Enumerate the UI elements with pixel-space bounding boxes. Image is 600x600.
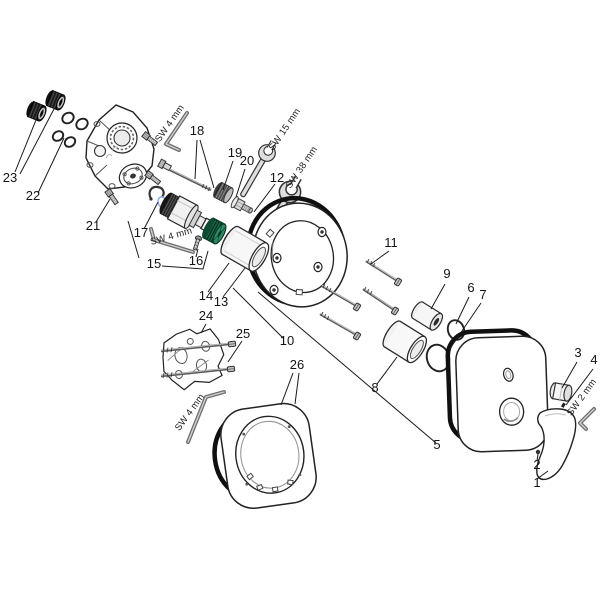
tool-label-sw38: SW 38 mm: [284, 144, 320, 190]
part-label-4: 4: [590, 352, 597, 367]
hex-key-sw4-icon: [186, 390, 226, 444]
part-label-25: 25: [236, 326, 250, 341]
part-label-3: 3: [574, 345, 581, 360]
long-screw: [319, 311, 361, 341]
part-label-22: 22: [26, 188, 40, 203]
ring-screw: [313, 261, 323, 273]
wrench-sw15-icon: [240, 140, 277, 198]
cover-plate-5: [455, 335, 549, 453]
o-ring-6: [446, 319, 466, 341]
sleeve-13: [220, 225, 270, 272]
part-label-11: 11: [384, 235, 398, 250]
part-label-23: 23: [3, 170, 17, 185]
knob-3: [549, 382, 573, 402]
screw-2: [535, 449, 541, 455]
part-label-26: 26: [290, 357, 304, 372]
handle-1: [536, 408, 577, 481]
hex-bolt: [141, 131, 159, 147]
hex-bolt: [104, 188, 119, 206]
part-label-15: 15: [147, 256, 161, 271]
part-label-18: 18: [190, 123, 204, 138]
part-label-13: 13: [214, 294, 228, 309]
part-label-8: 8: [371, 380, 378, 395]
plug-cap: [26, 100, 47, 122]
union-nut-green: [202, 217, 227, 245]
part-label-10: 10: [280, 333, 294, 348]
mounting-ring-10: [252, 202, 348, 308]
tool-label-sw4-bottom: SW 4 mm: [173, 392, 207, 433]
o-ring-set: [51, 111, 89, 148]
escutcheon-26: [212, 402, 317, 510]
part-label-20: 20: [240, 153, 254, 168]
long-screw: [362, 286, 399, 316]
part-label-12: 12: [270, 170, 284, 185]
securing-clip: [148, 185, 165, 201]
part-label-14: 14: [199, 288, 213, 303]
ring-screw: [272, 252, 282, 264]
part-label-21: 21: [86, 218, 100, 233]
bracket-screw-25: [160, 365, 236, 379]
part-label-5: 5: [433, 437, 440, 452]
part-label-7: 7: [479, 287, 486, 302]
tool-label-sw15: SW 15 mm: [267, 106, 303, 152]
part-label-17: 17: [134, 225, 148, 240]
setscrew-4: [560, 402, 566, 408]
part-label-24: 24: [199, 308, 213, 323]
screw-16: [192, 235, 203, 251]
plug-cap: [45, 89, 66, 111]
cast-marks: [105, 146, 119, 159]
part-label-6: 6: [467, 280, 474, 295]
hex-key-sw4-icon: [164, 111, 189, 152]
hex-bolt: [144, 170, 162, 186]
adapter-knurled: [213, 181, 234, 204]
hex-key-sw2-icon: [578, 407, 596, 431]
adapter-nut: [230, 196, 253, 214]
leader-lines: [14, 108, 594, 480]
ring-screw: [317, 226, 327, 238]
hex-key-sw4-icon: [149, 227, 195, 254]
part-label-1: 1: [533, 475, 540, 490]
bracket-screw-25: [160, 340, 237, 354]
handle-contour: [544, 413, 567, 417]
bushing-9: [411, 301, 444, 331]
part-label-19: 19: [228, 145, 242, 160]
long-screw: [321, 283, 361, 312]
part-label-2: 2: [533, 457, 540, 472]
mounting-bracket-24: [162, 328, 225, 391]
ring-screw: [269, 284, 279, 296]
part-label-16: 16: [189, 253, 203, 268]
sleeve-8: [382, 320, 428, 364]
parts-artwork: [26, 89, 596, 510]
part-label-9: 9: [443, 266, 450, 281]
extension-rod: [157, 158, 212, 192]
valve-body: [85, 104, 155, 190]
